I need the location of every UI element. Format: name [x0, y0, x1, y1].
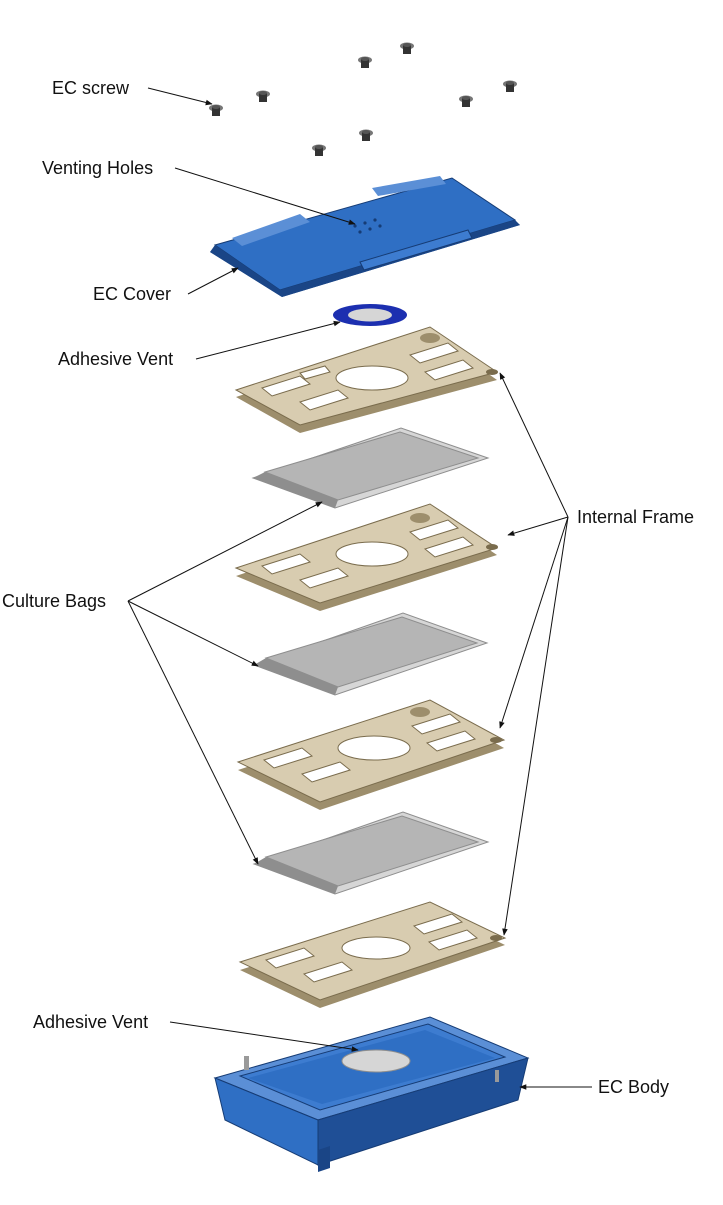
- internal-frame-1: [234, 326, 499, 433]
- screw-4: [400, 42, 414, 54]
- screw-6: [503, 80, 517, 92]
- label-adhesive-vent-bottom: Adhesive Vent: [33, 1012, 148, 1032]
- internal-frame-4: [238, 901, 507, 1008]
- ec-screws: [209, 42, 517, 156]
- screw-3: [358, 56, 372, 68]
- ec-cover: [210, 176, 520, 297]
- screw-8: [359, 129, 373, 141]
- internal-frame-2: [234, 503, 499, 611]
- label-ec-cover: EC Cover: [93, 284, 171, 304]
- screw-5: [459, 95, 473, 107]
- label-internal-frame: Internal Frame: [577, 507, 694, 527]
- label-venting-holes: Venting Holes: [42, 158, 153, 178]
- screw-1: [209, 104, 223, 116]
- label-ec-screw: EC screw: [52, 78, 130, 98]
- label-adhesive-vent-top: Adhesive Vent: [58, 349, 173, 369]
- internal-frame-3: [236, 699, 506, 810]
- label-culture-bags: Culture Bags: [2, 591, 106, 611]
- ec-body: [213, 1016, 530, 1172]
- adhesive-vent-top: [333, 304, 407, 326]
- culture-bag-3: [252, 811, 490, 895]
- culture-bag-1: [251, 427, 490, 509]
- venting-holes: [353, 218, 382, 234]
- screw-2: [256, 90, 270, 102]
- leader-lines: [127, 87, 592, 1090]
- labels: EC screw Venting Holes EC Cover Adhesive…: [2, 78, 694, 1097]
- label-ec-body: EC Body: [598, 1077, 669, 1097]
- culture-bag-2: [252, 612, 489, 696]
- screw-7: [312, 144, 326, 156]
